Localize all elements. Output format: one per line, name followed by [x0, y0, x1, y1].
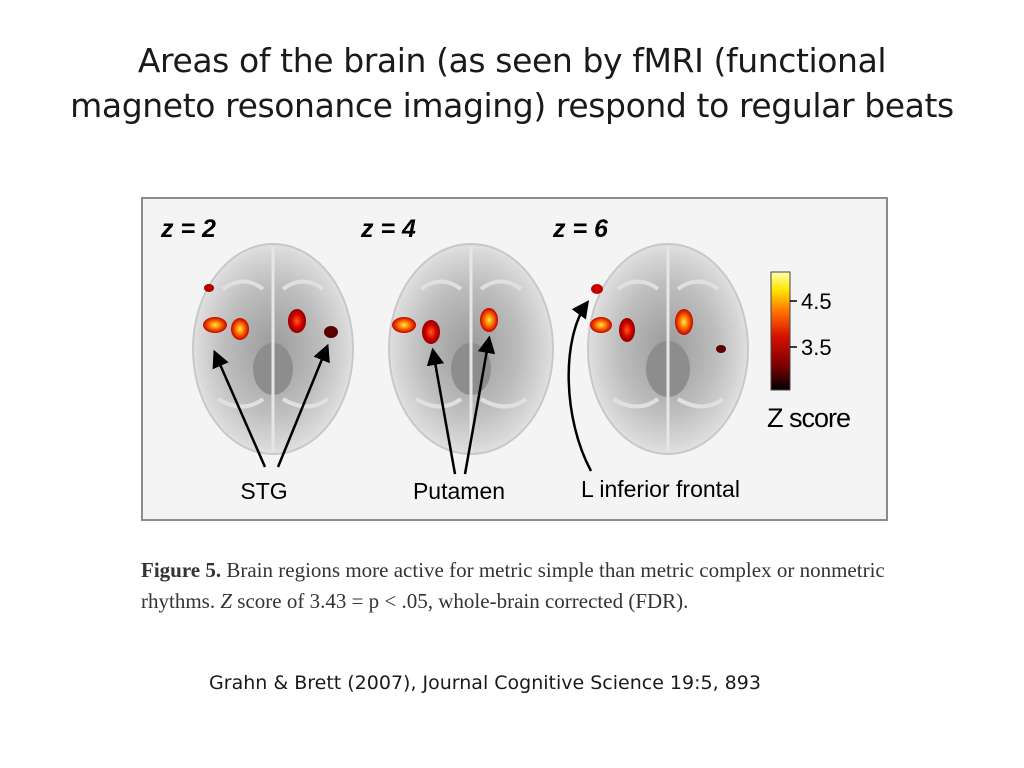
caption-text-2: score of 3.43 = p < .05, whole-brain cor… [232, 589, 689, 613]
colorbar-tick-low: 3.5 [801, 335, 832, 360]
caption-z: Z [220, 589, 233, 613]
z-label-1: z = 2 [160, 215, 216, 243]
caption-text-1: Brain regions more active for metric sim… [141, 558, 885, 613]
z-score-colorbar [770, 271, 797, 391]
region-label-putamen: Putamen [413, 478, 505, 504]
slide-title-line-1: Areas of the brain (as seen by fMRI (fun… [137, 41, 887, 80]
brain-slice-z4 [388, 243, 554, 455]
slide-title: Areas of the brain (as seen by fMRI (fun… [0, 38, 1024, 128]
fmri-figure: z = 2 STG z = 4 Putamen [141, 197, 888, 521]
caption-figure-label: Figure 5. [141, 558, 222, 582]
region-label-l-inferior-frontal: L inferior frontal [581, 476, 740, 502]
citation: Grahn & Brett (2007), Journal Cognitive … [209, 672, 761, 694]
brain-slice-z2 [192, 243, 354, 455]
brain-slice-z6 [587, 243, 749, 455]
figure-caption: Figure 5. Brain regions more active for … [141, 555, 901, 617]
z-label-2: z = 4 [360, 215, 416, 243]
region-label-stg: STG [240, 478, 287, 504]
slide-title-line-2: magneto resonance imaging) respond to re… [70, 86, 954, 125]
colorbar-tick-high: 4.5 [801, 289, 832, 314]
z-label-3: z = 6 [552, 215, 609, 243]
colorbar-label: Z score [767, 403, 850, 433]
